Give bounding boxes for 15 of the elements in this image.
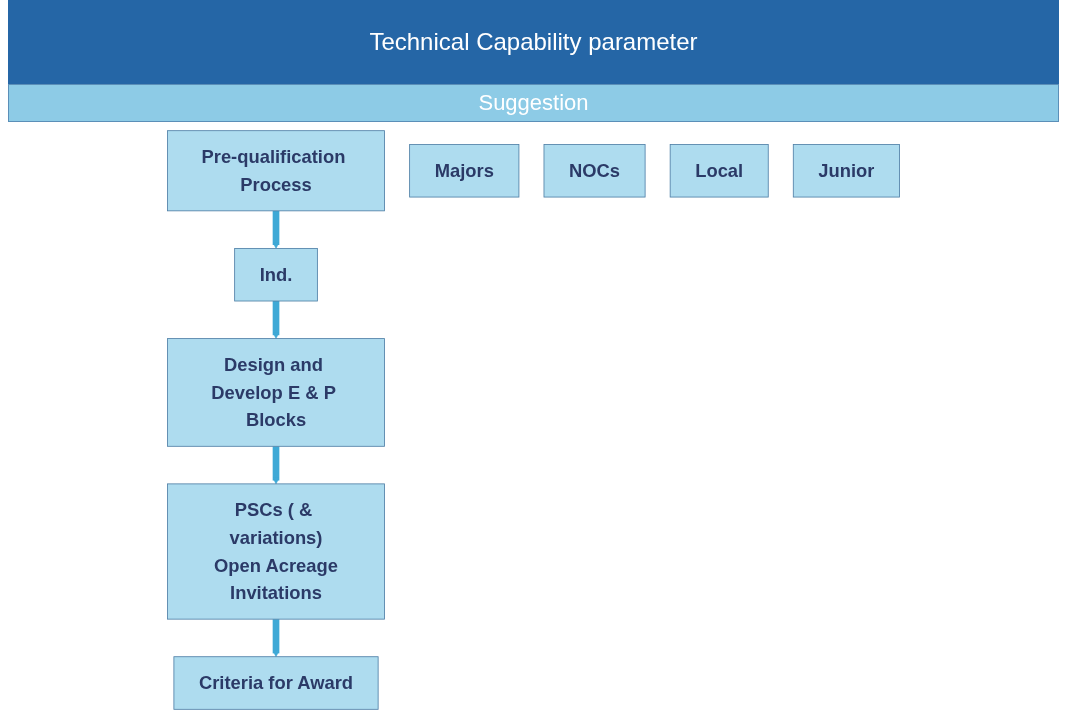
subheader-band: Suggestion: [8, 84, 1059, 122]
node-box: Design and Develop E & P Blocks: [167, 338, 385, 447]
header-band: Technical Capability parameter: [8, 0, 1059, 84]
arrow: [272, 446, 280, 485]
arrow: [272, 618, 280, 658]
node-box: Criteria for Award: [173, 656, 379, 710]
node-box: PSCs ( & variations) Open Acreage Invitations: [167, 483, 385, 620]
node-box: Pre-qualification Process: [167, 130, 385, 212]
arrow: [272, 300, 280, 339]
arrow: [272, 210, 280, 249]
node-box: Majors: [409, 144, 520, 198]
node-box: NOCs: [543, 144, 646, 198]
node-box: Ind.: [234, 248, 318, 302]
node-box: Local: [669, 144, 769, 198]
node-box: Junior: [792, 144, 900, 198]
